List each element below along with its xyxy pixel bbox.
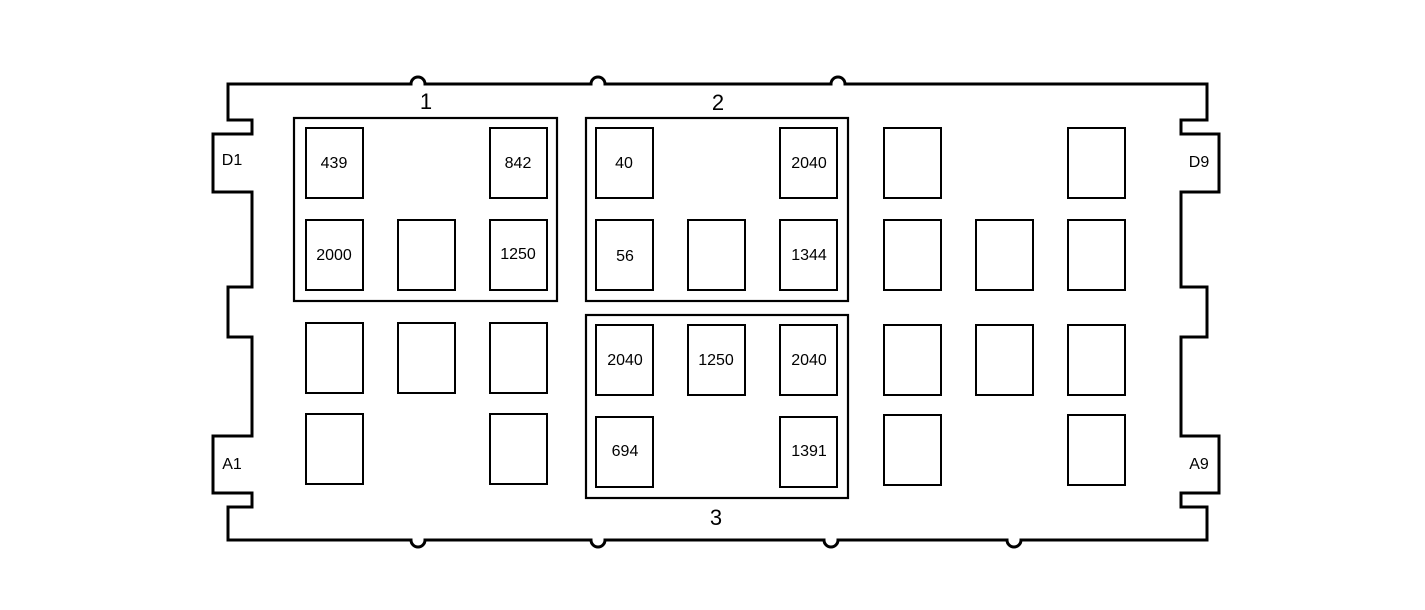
cavity [1067, 414, 1126, 486]
cavity: 1391 [779, 416, 838, 488]
cavity: 1344 [779, 219, 838, 291]
cavity [883, 324, 942, 396]
cavity: 694 [595, 416, 654, 488]
cavity: 842 [489, 127, 548, 199]
cavity: 2040 [779, 127, 838, 199]
cavity-value: 1344 [791, 247, 827, 264]
cavity: 439 [305, 127, 364, 199]
cavity-value: 2040 [791, 155, 827, 172]
cavity [305, 413, 364, 485]
cavity-value: 439 [321, 155, 348, 172]
cavity [975, 219, 1034, 291]
cavity [1067, 324, 1126, 396]
cavity: 56 [595, 219, 654, 291]
group-2-label: 2 [712, 90, 724, 115]
cavity [687, 219, 746, 291]
cavity-value: 2000 [316, 247, 352, 264]
pin-label-d9: D9 [1189, 154, 1210, 171]
cavity: 2000 [305, 219, 364, 291]
cavity-value: 1391 [791, 443, 827, 460]
cavity: 2040 [595, 324, 654, 396]
cavity [975, 324, 1034, 396]
pin-label-d1: D1 [222, 152, 243, 169]
cavity-value: 694 [612, 443, 639, 460]
pin-label-a1: A1 [222, 456, 242, 473]
cavity [1067, 219, 1126, 291]
cavity [883, 414, 942, 486]
cavity-value: 1250 [698, 352, 734, 369]
cavity [883, 219, 942, 291]
cavity [489, 413, 548, 485]
cavity: 2040 [779, 324, 838, 396]
cavity-value: 2040 [791, 352, 827, 369]
cavity [883, 127, 942, 199]
cavity-value: 2040 [607, 352, 643, 369]
cavity [305, 322, 364, 394]
connector-housing-outline [211, 75, 1221, 549]
cavity: 1250 [687, 324, 746, 396]
cavity: 1250 [489, 219, 548, 291]
cavity [1067, 127, 1126, 199]
cavity-value: 842 [505, 155, 532, 172]
group-1-frame [292, 116, 559, 303]
cavity-value: 1250 [500, 246, 536, 263]
pin-label-a9: A9 [1189, 456, 1209, 473]
cavity [489, 322, 548, 394]
group-3-label: 3 [710, 505, 722, 530]
cavity [397, 219, 456, 291]
cavity: 40 [595, 127, 654, 199]
cavity [397, 322, 456, 394]
cavity-value: 56 [616, 248, 634, 265]
group-3-frame [584, 313, 850, 500]
group-2-frame [584, 116, 850, 303]
cavity-value: 40 [615, 155, 633, 172]
group-1-label: 1 [420, 89, 432, 114]
